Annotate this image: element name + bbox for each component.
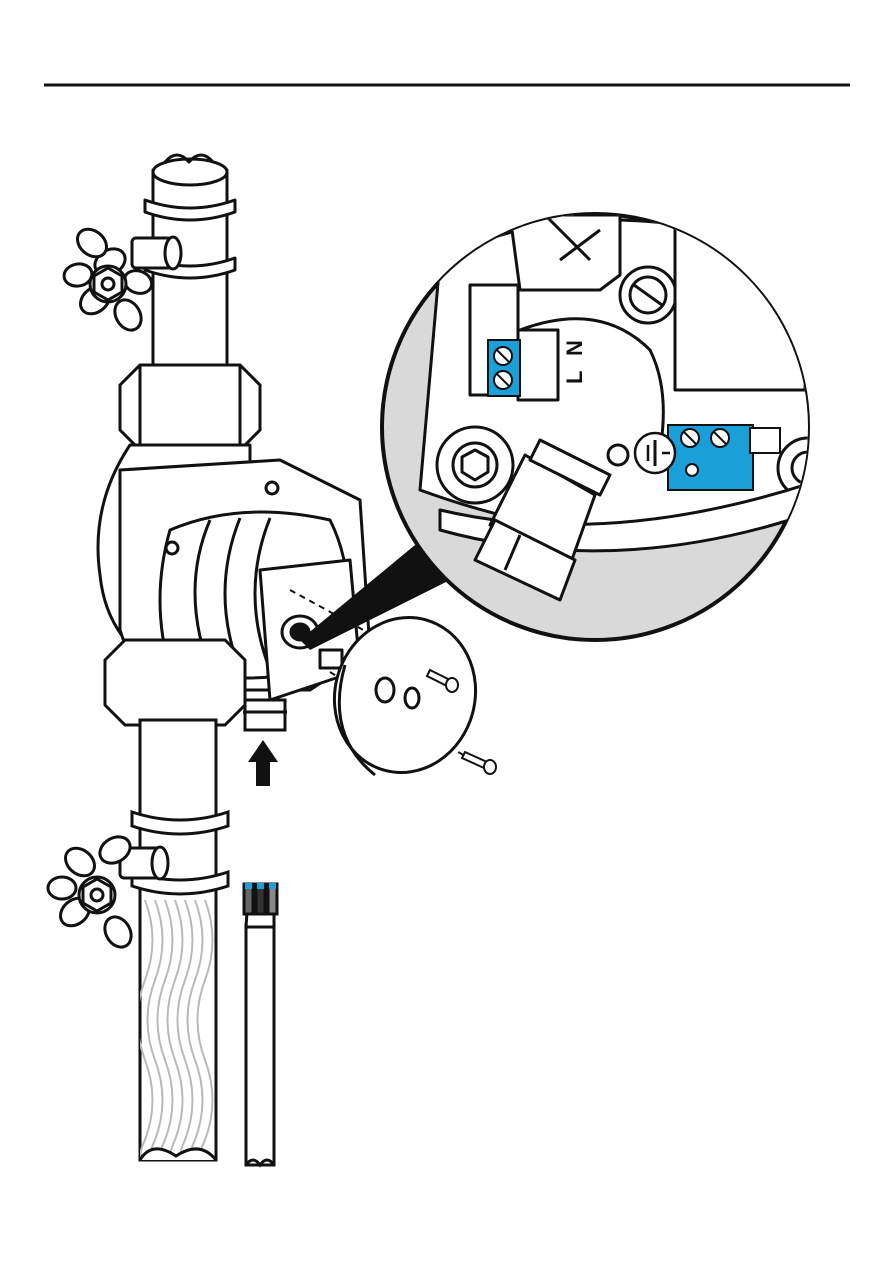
upper-pipe bbox=[145, 155, 235, 390]
upper-union-nut bbox=[120, 365, 260, 450]
lower-union-nut bbox=[105, 640, 245, 725]
pump-cable-gland bbox=[243, 700, 287, 730]
earth-symbol-icon bbox=[635, 433, 675, 473]
lower-pipe bbox=[132, 720, 228, 1160]
power-cable bbox=[244, 884, 277, 1165]
line-neutral-terminal-block bbox=[488, 340, 520, 396]
line-label: L bbox=[562, 371, 587, 384]
cover-screw-lower bbox=[462, 752, 496, 774]
cable-core-tips bbox=[245, 883, 276, 889]
neutral-label: N bbox=[562, 340, 587, 356]
insert-cable-arrow bbox=[248, 740, 278, 786]
detail-magnified-view: N L bbox=[382, 214, 838, 640]
